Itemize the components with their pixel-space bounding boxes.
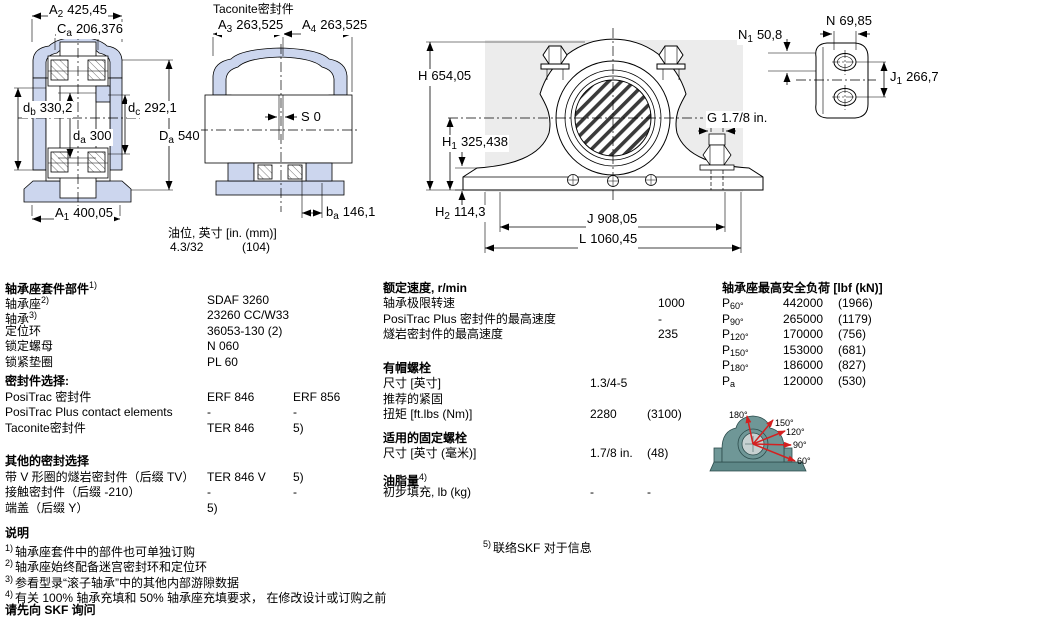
grease-title: 油脂量4) bbox=[383, 472, 428, 488]
anchor-bolts-section: 适用的固定螺栓 尺寸 [英寸 (毫米)]1.7/8 in.(48) bbox=[383, 430, 713, 462]
row-p90: P90°265000(1179) bbox=[722, 311, 872, 327]
anchor-bolts-title: 适用的固定螺栓 bbox=[383, 431, 468, 445]
row-contact-seal: 接触密封件（后缀 -210）-- bbox=[5, 485, 297, 500]
notes-footer: 请先向 SKF 询问 bbox=[5, 602, 96, 617]
speeds-title: 额定速度, r/min bbox=[383, 281, 468, 295]
row-p120: P120°170000(756) bbox=[722, 327, 867, 342]
taconite-title: Taconite密封件 bbox=[213, 2, 294, 16]
grease-section: 油脂量4) 初步填充, lb (kg)-- bbox=[383, 469, 713, 501]
other-seals-title: 其他的密封选择 bbox=[5, 454, 90, 468]
angle-label-90: 90° bbox=[793, 440, 807, 450]
row-bearing: 轴承3)23260 CC/W33 bbox=[5, 308, 290, 327]
row-p150: P150°153000(681) bbox=[722, 342, 867, 358]
note-2: 2)轴承座始终配备迷宫密封环和定位环 bbox=[5, 558, 208, 575]
oil-level-label: 油位, 英寸 [in. (mm)] bbox=[168, 226, 277, 240]
notes-section: 说明 1)轴承座套件中的部件也可单独订购 2)轴承座始终配备迷宫密封环和定位环 … bbox=[5, 525, 505, 618]
row-p60: P60°442000(1966) bbox=[722, 296, 873, 311]
oil-level-value: 4.3/32 bbox=[170, 240, 204, 254]
row-p180: P180°186000(827) bbox=[722, 358, 867, 373]
angle-label-180: 180° bbox=[729, 410, 748, 420]
taconite-section-drawing bbox=[198, 30, 358, 218]
cap-bolts-title: 有帽螺栓 bbox=[383, 361, 432, 375]
note-4: 4)有关 100% 轴承充填和 50% 轴承座充填要求， 在修改设计或订购之前 bbox=[5, 589, 387, 606]
components-section: 轴承座套件部件1) 轴承座2)SDAF 3260 轴承3)23260 CC/W3… bbox=[5, 277, 377, 370]
row-positrac-plus: PosiTrac Plus contact elements-- bbox=[5, 405, 297, 420]
notes-title: 说明 bbox=[5, 526, 30, 540]
side-view-drawing bbox=[796, 30, 888, 119]
note-1: 1)轴承座套件中的部件也可单独订购 bbox=[5, 543, 196, 559]
row-housing: 轴承座2)SDAF 3260 bbox=[5, 293, 270, 311]
row-torque-label: 推荐的紧固 bbox=[383, 391, 444, 406]
note-3: 3)参看型录“滚子轴承”中的其他内部游隙数据 bbox=[5, 573, 240, 590]
loads-title: 轴承座最高安全负荷 [lbf (kN)] bbox=[722, 281, 883, 295]
row-end-cover: 端盖（后缀 Y）5) bbox=[5, 500, 218, 515]
components-title: 轴承座套件部件1) bbox=[5, 280, 98, 296]
cap-bolts-section: 有帽螺栓 尺寸 [英寸]1.3/4-5 推荐的紧固 扭矩 [ft.lbs (Nm… bbox=[383, 360, 713, 423]
row-cap-bolt-size: 尺寸 [英寸]1.3/4-5 bbox=[383, 376, 628, 390]
oil-level-value-mm: (104) bbox=[242, 240, 271, 254]
row-positrac-plus-speed: PosiTrac Plus 密封件的最高速度- bbox=[383, 311, 662, 326]
seal-options-title: 密封件选择: bbox=[5, 374, 69, 388]
loads-section: 轴承座最高安全负荷 [lbf (kN)] P60°442000(1966) P9… bbox=[722, 281, 922, 389]
note-5: 5)联络SKF 对于信息 bbox=[483, 539, 592, 555]
angle-label-150: 150° bbox=[775, 418, 794, 428]
angle-label-60: 60° bbox=[797, 456, 811, 466]
angle-label-120: 120° bbox=[786, 427, 805, 437]
row-grease-fill: 初步填充, lb (kg)-- bbox=[383, 485, 651, 499]
row-anchor-bolt-size: 尺寸 [英寸 (毫米)]1.7/8 in.(48) bbox=[383, 446, 669, 460]
row-torque: 扭矩 [ft.lbs (Nm)]2280(3100) bbox=[383, 407, 682, 421]
